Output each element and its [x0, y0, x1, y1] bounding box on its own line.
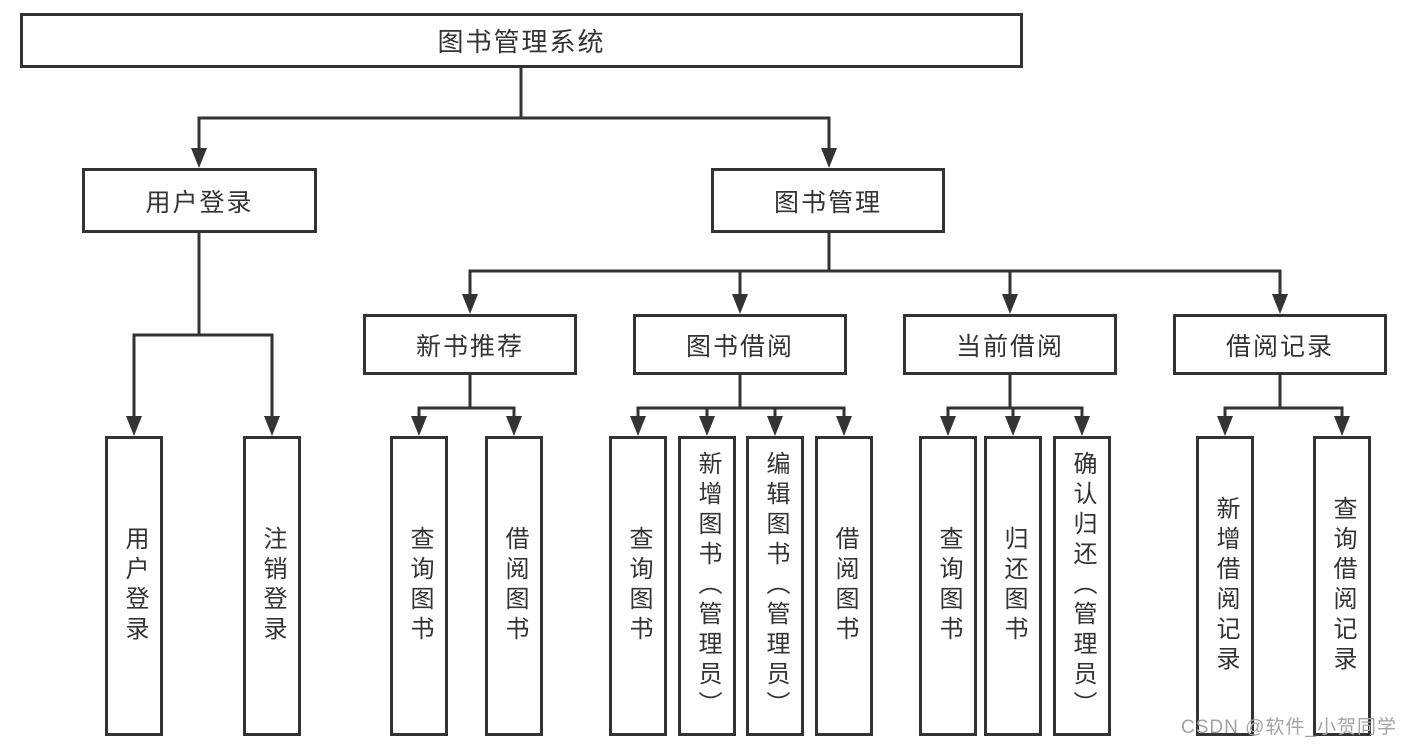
leaf-confirm-return-admin: 确认归还（管理员）: [1053, 436, 1111, 736]
leaf-user-login: 用户登录: [105, 436, 163, 736]
node-current-borrowing-label: 当前借阅: [955, 332, 1064, 361]
leaf-add-borrow-record-label: 新增借阅记录: [1212, 496, 1239, 676]
node-borrowing-records: 借阅记录: [1173, 314, 1387, 375]
leaf-borrow-books-2: 借阅图书: [815, 436, 873, 736]
node-book-borrowing: 图书借阅: [633, 314, 847, 375]
leaf-add-books-admin: 新增图书（管理员）: [678, 436, 736, 736]
node-new-book-recommend: 新书推荐: [363, 314, 577, 375]
leaf-edit-books-admin-label: 编辑图书（管理员）: [762, 451, 789, 721]
leaf-query-books-2-label: 查询图书: [625, 526, 652, 646]
node-current-borrowing: 当前借阅: [903, 314, 1117, 375]
node-user-login: 用户登录: [82, 168, 317, 233]
leaf-borrow-books-1: 借阅图书: [485, 436, 543, 736]
leaf-add-borrow-record: 新增借阅记录: [1196, 436, 1254, 736]
node-book-management-label: 图书管理: [773, 188, 882, 217]
leaf-query-books-3-label: 查询图书: [935, 526, 962, 646]
csdn-watermark: CSDN @软件_小贺同学: [1181, 717, 1397, 738]
leaf-query-books-3: 查询图书: [919, 436, 977, 736]
leaf-query-borrow-record: 查询借阅记录: [1313, 436, 1371, 736]
leaf-query-borrow-record-label: 查询借阅记录: [1329, 496, 1356, 676]
leaf-return-books-label: 归还图书: [1000, 526, 1027, 646]
leaf-logout: 注销登录: [243, 436, 301, 736]
leaf-borrow-books-1-label: 借阅图书: [501, 526, 528, 646]
leaf-query-books-2: 查询图书: [609, 436, 667, 736]
leaf-edit-books-admin: 编辑图书（管理员）: [746, 436, 804, 736]
node-new-book-recommend-label: 新书推荐: [415, 332, 524, 361]
leaf-query-books-1-label: 查询图书: [406, 526, 433, 646]
node-root-label: 图书管理系统: [437, 27, 606, 57]
node-book-borrowing-label: 图书借阅: [685, 332, 794, 361]
leaf-user-login-label: 用户登录: [121, 526, 148, 646]
node-book-management: 图书管理: [711, 168, 945, 233]
node-user-login-label: 用户登录: [145, 188, 254, 217]
leaf-confirm-return-admin-label: 确认归还（管理员）: [1069, 451, 1096, 721]
leaf-logout-label: 注销登录: [259, 526, 286, 646]
leaf-add-books-admin-label: 新增图书（管理员）: [694, 451, 721, 721]
node-root: 图书管理系统: [20, 13, 1023, 68]
leaf-return-books: 归还图书: [984, 436, 1042, 736]
leaf-borrow-books-2-label: 借阅图书: [831, 526, 858, 646]
arrowhead-icons: [126, 148, 1350, 436]
node-borrowing-records-label: 借阅记录: [1225, 332, 1334, 361]
leaf-query-books-1: 查询图书: [390, 436, 448, 736]
